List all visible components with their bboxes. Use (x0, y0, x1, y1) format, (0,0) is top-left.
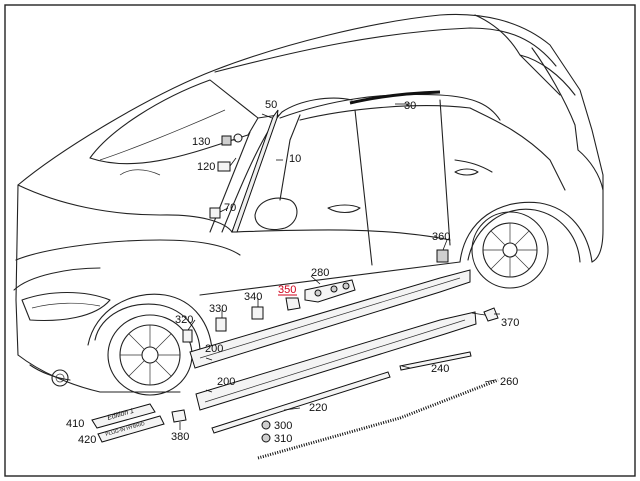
clip-340 (251, 306, 264, 320)
bracket-280 (304, 279, 356, 303)
callout-360: 360 (432, 231, 450, 243)
rear-wheel (471, 211, 549, 289)
callout-220: 220 (309, 402, 327, 414)
leader-lines (187, 103, 496, 411)
callout-350: 350 (278, 284, 296, 296)
callout-240: 240 (431, 363, 449, 375)
callout-120: 120 (197, 161, 215, 173)
callout-300: 300 (274, 420, 292, 432)
screw-380 (171, 409, 187, 430)
callout-260: 260 (500, 376, 518, 388)
clip-300 (261, 420, 271, 430)
diagram-border (4, 4, 636, 477)
side-skirt-200-lower (195, 311, 477, 411)
callout-380: 380 (171, 431, 189, 443)
callout-50: 50 (265, 99, 277, 111)
trim-strip-10 (221, 97, 353, 233)
callout-340: 340 (244, 291, 262, 303)
callout-280: 280 (311, 267, 329, 279)
callout-30: 30 (404, 100, 416, 112)
callout-330: 330 (209, 303, 227, 315)
strip-240 (399, 351, 472, 371)
strip-260 (257, 378, 499, 460)
clip-330 (215, 317, 227, 332)
screw-370 (483, 307, 500, 322)
callout-320: 320 (175, 314, 193, 326)
callout-200-upper: 200 (205, 343, 223, 355)
callout-420: 420 (78, 434, 96, 446)
bolt-130 (221, 133, 243, 146)
badge-410 (91, 403, 156, 429)
callout-310: 310 (274, 433, 292, 445)
callout-410: 410 (66, 418, 84, 430)
callout-130: 130 (192, 136, 210, 148)
callout-10: 10 (289, 153, 301, 165)
badge-420 (97, 415, 165, 443)
callout-200-lower: 200 (217, 376, 235, 388)
clip-320 (182, 329, 193, 343)
clip-350 (285, 297, 301, 311)
callout-370: 370 (501, 317, 519, 329)
callout-70: 70 (224, 202, 236, 214)
clip-70 (209, 207, 229, 219)
car-outline (13, 13, 604, 396)
pillar-trim-50 (231, 109, 279, 233)
bracket-120 (217, 157, 237, 172)
clip-360 (436, 249, 449, 263)
side-skirt-200-upper (189, 269, 471, 369)
roof-strip-30 (349, 90, 441, 105)
clip-310 (261, 433, 271, 443)
strip-220 (211, 371, 391, 434)
front-wheel (107, 314, 193, 396)
